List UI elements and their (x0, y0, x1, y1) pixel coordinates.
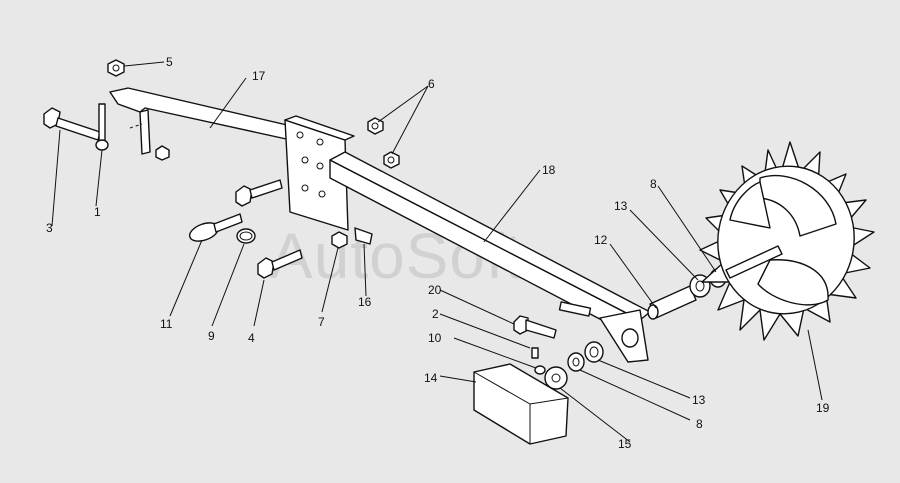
leader-lines (51, 61, 823, 443)
callout-20: 20 (428, 283, 442, 297)
bolt-3 (43, 107, 101, 141)
callout-17: 17 (252, 69, 266, 83)
bolt-4 (257, 249, 303, 279)
callout-5: 5 (166, 55, 173, 69)
eye-bolt-1 (95, 103, 109, 151)
callout-8-upper: 8 (650, 177, 657, 191)
callout-4: 4 (248, 331, 255, 345)
bracket-arm-17 (109, 87, 301, 155)
screw-2 (531, 347, 539, 359)
callout-11: 11 (160, 317, 173, 331)
ring-9 (236, 228, 256, 244)
nut-6b (383, 151, 400, 169)
callout-19: 19 (816, 401, 830, 415)
nut-7 (331, 231, 348, 249)
nut-bracket (155, 145, 170, 161)
callout-7: 7 (318, 315, 325, 329)
pin-11 (188, 213, 243, 242)
callout-10: 10 (428, 331, 442, 345)
callout-12: 12 (594, 233, 608, 247)
callout-8-lower: 8 (696, 417, 703, 431)
washer-10 (534, 365, 546, 375)
clip-16 (354, 227, 373, 245)
callout-15: 15 (618, 437, 632, 451)
callout-3: 3 (46, 221, 53, 235)
bolt-plate-upper (235, 179, 283, 207)
shaft-12 (647, 285, 697, 320)
nut-6a (367, 117, 384, 135)
main-beam-18 (284, 115, 651, 363)
box-14 (473, 363, 569, 445)
bolt-20 (513, 315, 557, 339)
nut-5 (107, 59, 125, 77)
callout-1: 1 (94, 205, 101, 219)
washer-8-lower (567, 352, 585, 372)
callout-2: 2 (432, 307, 439, 321)
callout-13-lower: 13 (692, 393, 706, 407)
callout-13-upper: 13 (614, 199, 628, 213)
callout-18: 18 (542, 163, 556, 177)
callout-14: 14 (424, 371, 438, 385)
large-sprocket-19 (699, 141, 875, 341)
callout-16: 16 (358, 295, 372, 309)
bearing-13-lower (584, 341, 604, 363)
callout-6: 6 (428, 77, 435, 91)
sprocket-15 (544, 366, 568, 390)
callout-9: 9 (208, 329, 215, 343)
